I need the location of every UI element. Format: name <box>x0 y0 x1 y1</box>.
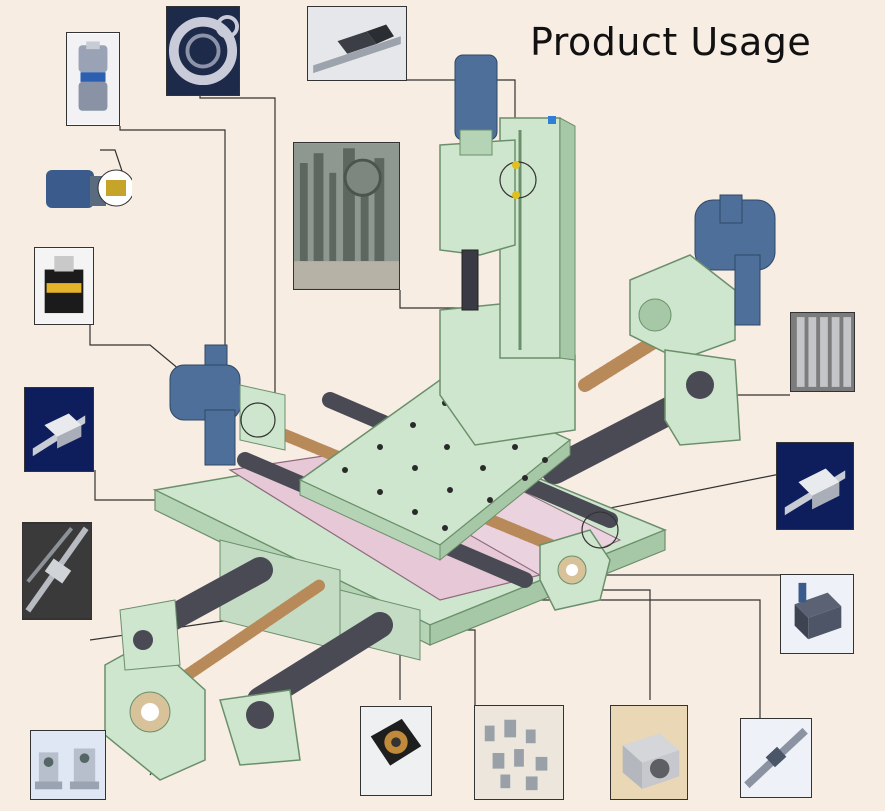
thumb-ball-screw <box>22 522 92 620</box>
thumb-linear-bearing-slide-right <box>776 442 854 530</box>
thumb-pillow-block <box>610 705 688 800</box>
thumb-bearing-ring <box>166 6 240 96</box>
thumb-flange-bearing-housing <box>360 706 432 796</box>
column-side <box>559 117 576 361</box>
flange-bearing-icon <box>361 707 431 795</box>
leader-line <box>399 290 470 309</box>
steel-rods-icon <box>791 313 854 391</box>
fasteners-icon <box>475 706 563 799</box>
bearing-icon <box>167 7 239 95</box>
leader-line <box>119 126 226 360</box>
page-title: Product Usage <box>530 20 812 64</box>
shaft-support-icon <box>31 731 105 799</box>
front-shaft-support <box>219 689 301 766</box>
right-bearing-block <box>539 511 619 611</box>
lead-screw-y <box>174 579 326 686</box>
leader-line <box>199 96 276 400</box>
support-block-icon <box>781 575 853 653</box>
pillow-block-icon <box>611 706 687 799</box>
thumb-flange-coupling <box>66 32 120 126</box>
linear-bearing-icon <box>777 443 853 529</box>
linear-bearing-icon <box>25 388 93 471</box>
front-bearing-block <box>104 599 206 781</box>
shaft-assortment-icon <box>294 143 399 289</box>
gear-motor-icon <box>46 169 132 208</box>
spindle-shaft <box>461 249 479 311</box>
linear-guide-icon <box>308 7 406 80</box>
right-shaft-support <box>664 349 741 446</box>
thumb-linear-guide-block <box>307 6 407 81</box>
stepper-motor-icon <box>35 248 93 324</box>
spindle-motor-mount <box>459 129 493 156</box>
coupling-icon <box>67 33 119 125</box>
thumb-support-rail-block <box>780 574 854 654</box>
leader-line <box>599 469 801 511</box>
thumb-gear-motor <box>44 148 132 216</box>
leader-line <box>100 149 126 181</box>
left-motor <box>169 344 286 466</box>
rail-shaft-front <box>247 612 393 713</box>
right-motor <box>629 194 776 361</box>
thumb-steel-rods <box>790 312 855 392</box>
thumb-linear-bearing-slide-left <box>24 387 94 472</box>
linear-rod-icon <box>741 719 811 797</box>
spindle-head <box>439 139 516 256</box>
work-table-side <box>439 438 571 562</box>
thumb-linear-rod-bar <box>740 718 812 798</box>
spindle-motor <box>454 54 498 141</box>
thumb-screw-fasteners <box>474 705 564 800</box>
thumb-stepper-motor <box>34 247 94 325</box>
ball-screw-icon <box>23 523 91 619</box>
thumb-shaft-assortment <box>293 142 400 290</box>
thumb-shaft-support <box>30 730 106 800</box>
leader-line <box>540 599 761 740</box>
